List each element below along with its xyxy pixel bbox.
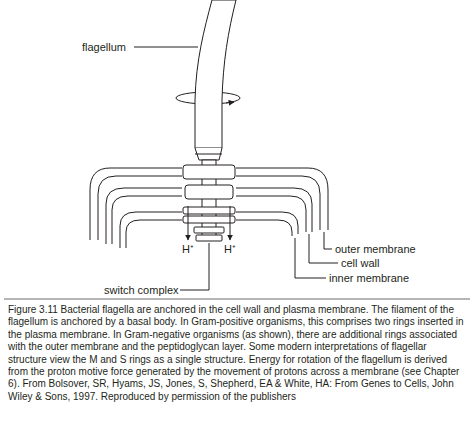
part-label: cell wall	[341, 257, 380, 270]
part-label: flagellum	[82, 41, 126, 54]
figure-caption: Figure 3.11 Bacterial flagella are ancho…	[8, 304, 466, 403]
leader-line	[295, 238, 326, 278]
part-label: inner membrane	[329, 272, 409, 285]
proton-arrow	[188, 206, 189, 240]
ion-label: H⁺	[182, 243, 194, 256]
leader-line	[180, 243, 209, 290]
part-label: outer membrane	[335, 243, 416, 256]
leader-line	[324, 232, 332, 249]
leader-line	[309, 234, 338, 263]
flagellum-hook	[195, 148, 222, 160]
flagellum-filament	[195, 0, 236, 148]
hook-band	[195, 154, 222, 155]
caption-rule	[4, 298, 470, 300]
rotation-arrow	[226, 102, 234, 103]
part-label: switch complex	[104, 284, 179, 297]
proton-arrow	[230, 206, 231, 240]
basal-rings	[183, 165, 235, 241]
leader-line	[134, 47, 198, 48]
ion-label: H⁺	[224, 243, 236, 256]
